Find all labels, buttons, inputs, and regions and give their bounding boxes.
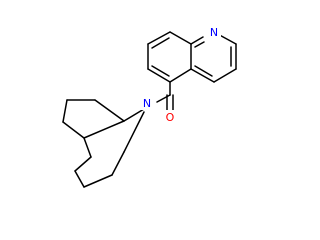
bond [147, 68, 171, 83]
quinoline-nitrogen-atom: N [207, 25, 221, 39]
bond [151, 37, 170, 49]
quinoline-ring [147, 31, 237, 83]
carbonyl-oxygen-atom: O [163, 110, 177, 124]
bond [213, 68, 237, 83]
bond [83, 174, 113, 188]
azabicyclooctane-ring [62, 99, 145, 188]
bond [151, 65, 170, 77]
bond [156, 94, 171, 103]
bond [194, 65, 213, 77]
bond [123, 111, 145, 153]
carbonyl-oxygen-label: O [166, 111, 175, 124]
bond [190, 36, 204, 45]
bond [111, 151, 125, 176]
bond [74, 170, 85, 188]
amide-nitrogen-atom: N [140, 96, 154, 110]
bond [169, 68, 192, 83]
bond [74, 156, 92, 172]
carbonyl-linker [156, 81, 174, 113]
bond [62, 99, 68, 123]
bond [147, 31, 171, 45]
bond [83, 137, 92, 158]
bond [94, 99, 125, 122]
bond [194, 41, 205, 48]
bond [62, 121, 85, 139]
bond [190, 68, 215, 83]
bond [169, 31, 192, 45]
quinoline-nitrogen-label: N [210, 26, 218, 39]
bond [83, 120, 125, 139]
amide-nitrogen-label: N [143, 97, 151, 110]
molecule-structure: N N O [62, 25, 237, 188]
bond [123, 108, 145, 122]
